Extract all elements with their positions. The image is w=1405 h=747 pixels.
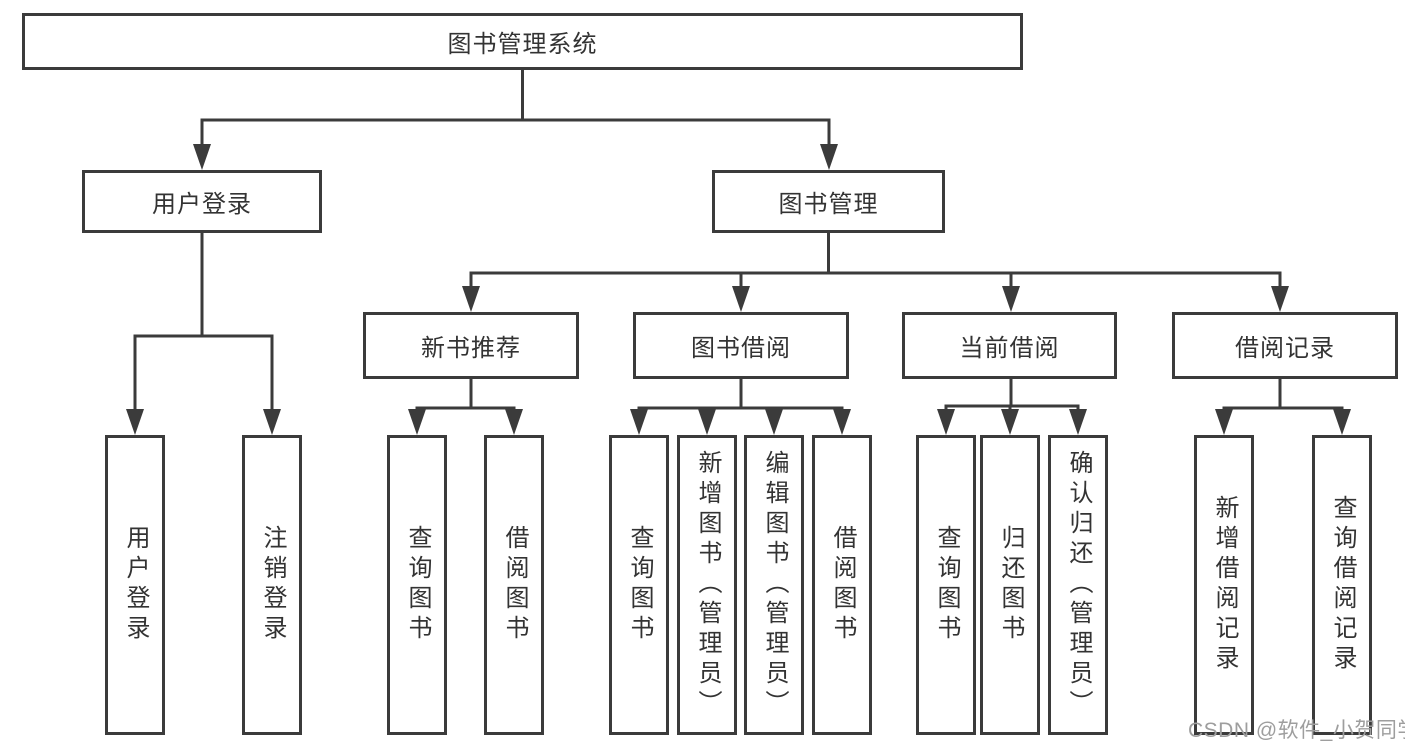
leaf-query-book-current: 查询图书 <box>916 435 976 735</box>
node-book-management: 图书管理 <box>712 170 945 233</box>
leaf-query-book-recommend: 查询图书 <box>387 435 447 735</box>
leaf-add-borrow-record: 新增借阅记录 <box>1194 435 1254 735</box>
node-book-borrow: 图书借阅 <box>633 312 849 379</box>
leaf-add-book-admin-label: 新增图书（管理员） <box>694 450 721 720</box>
leaf-query-book-current-label: 查询图书 <box>933 525 960 645</box>
leaf-edit-book-admin-label: 编辑图书（管理员） <box>761 450 788 720</box>
csdn-watermark: CSDN @软件_小贺同学 <box>1188 719 1405 742</box>
leaf-logout-label: 注销登录 <box>259 525 286 645</box>
leaf-logout: 注销登录 <box>242 435 302 735</box>
leaf-borrow-book: 借阅图书 <box>812 435 872 735</box>
leaf-edit-book-admin: 编辑图书（管理员） <box>744 435 804 735</box>
leaf-return-book: 归还图书 <box>980 435 1040 735</box>
leaf-borrow-book-recommend: 借阅图书 <box>484 435 544 735</box>
node-root-label: 图书管理系统 <box>447 31 598 58</box>
leaf-user-login-label: 用户登录 <box>122 525 149 645</box>
leaf-borrow-book-label: 借阅图书 <box>829 525 856 645</box>
leaf-query-borrow-record: 查询借阅记录 <box>1312 435 1372 735</box>
leaf-confirm-return-admin-label: 确认归还（管理员） <box>1065 450 1092 720</box>
node-new-book-recommend-label: 新书推荐 <box>421 335 521 362</box>
leaf-return-book-label: 归还图书 <box>997 525 1024 645</box>
leaf-confirm-return-admin: 确认归还（管理员） <box>1048 435 1108 735</box>
leaf-query-book-borrow-label: 查询图书 <box>626 525 653 645</box>
node-new-book-recommend: 新书推荐 <box>363 312 579 379</box>
node-user-login-label: 用户登录 <box>152 191 252 218</box>
leaf-query-book-borrow: 查询图书 <box>609 435 669 735</box>
leaf-add-book-admin: 新增图书（管理员） <box>677 435 737 735</box>
node-user-login: 用户登录 <box>82 170 322 233</box>
leaf-borrow-book-recommend-label: 借阅图书 <box>501 525 528 645</box>
leaf-query-book-recommend-label: 查询图书 <box>404 525 431 645</box>
node-borrow-records-label: 借阅记录 <box>1235 335 1335 362</box>
node-current-borrow: 当前借阅 <box>902 312 1117 379</box>
node-book-borrow-label: 图书借阅 <box>691 335 791 362</box>
node-borrow-records: 借阅记录 <box>1172 312 1398 379</box>
leaf-user-login: 用户登录 <box>105 435 165 735</box>
leaf-query-borrow-record-label: 查询借阅记录 <box>1329 495 1356 675</box>
node-current-borrow-label: 当前借阅 <box>959 335 1060 362</box>
node-root: 图书管理系统 <box>22 13 1023 70</box>
leaf-add-borrow-record-label: 新增借阅记录 <box>1211 495 1238 675</box>
node-book-management-label: 图书管理 <box>778 191 879 218</box>
